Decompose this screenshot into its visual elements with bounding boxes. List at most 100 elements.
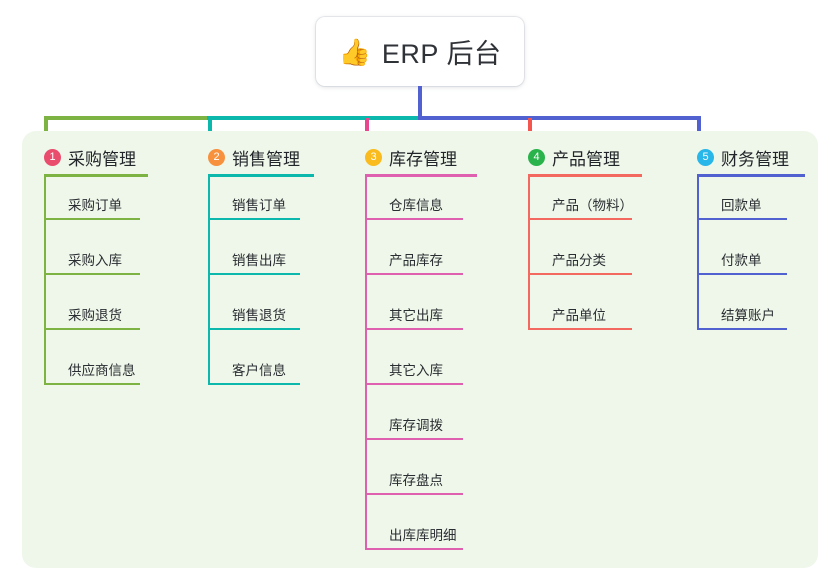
leaf-underline: [208, 218, 300, 220]
column-spine-1: [44, 177, 46, 385]
leaf-label: 供应商信息: [68, 363, 136, 378]
leaf-label: 结算账户: [721, 308, 775, 323]
leaf-label: 产品单位: [552, 308, 606, 323]
leaf-underline: [365, 273, 463, 275]
column-title-2: 销售管理: [232, 150, 300, 169]
leaf-label: 销售退货: [232, 308, 286, 323]
column-spine-2: [208, 177, 210, 385]
column-spine-4: [528, 177, 530, 330]
leaf-label: 库存盘点: [389, 473, 443, 488]
leaf-node[interactable]: 仓库信息: [365, 186, 463, 220]
leaf-underline: [208, 273, 300, 275]
leaf-underline: [44, 383, 140, 385]
leaf-label: 客户信息: [232, 363, 286, 378]
leaf-node[interactable]: 结算账户: [697, 296, 787, 330]
leaf-underline: [365, 438, 463, 440]
leaf-label: 仓库信息: [389, 198, 443, 213]
leaf-node[interactable]: 采购订单: [44, 186, 140, 220]
leaf-node[interactable]: 付款单: [697, 241, 787, 275]
leaf-underline: [44, 328, 140, 330]
leaf-underline: [44, 273, 140, 275]
leaf-node[interactable]: 产品库存: [365, 241, 463, 275]
leaf-underline: [528, 218, 632, 220]
leaf-node[interactable]: 销售退货: [208, 296, 300, 330]
leaf-node[interactable]: 销售出库: [208, 241, 300, 275]
column-spine-5: [697, 177, 699, 330]
column-underline-5: [697, 174, 805, 177]
column-title-4: 产品管理: [552, 150, 620, 169]
leaf-underline: [365, 493, 463, 495]
leaf-underline: [528, 273, 632, 275]
column-underline-2: [208, 174, 314, 177]
leaf-node[interactable]: 库存盘点: [365, 461, 463, 495]
connector-stub-3: [365, 118, 369, 140]
leaf-underline: [697, 273, 787, 275]
leaf-label: 销售订单: [232, 198, 286, 213]
root-node-card[interactable]: 👍 ERP 后台: [316, 17, 524, 86]
column-underline-1: [44, 174, 148, 177]
thumbs-up-icon: 👍: [338, 36, 371, 67]
leaf-underline: [697, 218, 787, 220]
column-badge-5: 5: [697, 149, 714, 166]
leaf-node[interactable]: 其它入库: [365, 351, 463, 385]
leaf-node[interactable]: 销售订单: [208, 186, 300, 220]
leaf-underline: [528, 328, 632, 330]
column-header-2[interactable]: 2 销售管理: [208, 145, 300, 170]
leaf-underline: [208, 383, 300, 385]
diagram-panel: [22, 131, 818, 568]
leaf-label: 其它入库: [389, 363, 443, 378]
leaf-node[interactable]: 采购退货: [44, 296, 140, 330]
column-header-3[interactable]: 3 库存管理: [365, 145, 457, 170]
leaf-node[interactable]: 其它出库: [365, 296, 463, 330]
leaf-label: 库存调拨: [389, 418, 443, 433]
leaf-node[interactable]: 产品单位: [528, 296, 632, 330]
column-badge-3: 3: [365, 149, 382, 166]
leaf-underline: [365, 218, 463, 220]
column-badge-4: 4: [528, 149, 545, 166]
leaf-node[interactable]: 客户信息: [208, 351, 300, 385]
leaf-label: 采购退货: [68, 308, 122, 323]
leaf-label: 产品（物料）: [552, 198, 633, 213]
connector-stub-2: [208, 118, 212, 140]
leaf-underline: [697, 328, 787, 330]
leaf-underline: [44, 218, 140, 220]
column-header-1[interactable]: 1 采购管理: [44, 145, 136, 170]
column-header-5[interactable]: 5 财务管理: [697, 145, 789, 170]
leaf-node[interactable]: 采购入库: [44, 241, 140, 275]
column-underline-3: [365, 174, 477, 177]
connector-segment-1: [44, 116, 209, 120]
leaf-label: 付款单: [721, 253, 762, 268]
leaf-node[interactable]: 出库库明细: [365, 516, 463, 550]
connector-stub-1: [44, 118, 48, 140]
leaf-label: 其它出库: [389, 308, 443, 323]
connector-segment-3: [418, 116, 701, 120]
column-underline-4: [528, 174, 642, 177]
leaf-label: 产品库存: [389, 253, 443, 268]
column-title-3: 库存管理: [389, 150, 457, 169]
leaf-label: 产品分类: [552, 253, 606, 268]
leaf-underline: [365, 383, 463, 385]
leaf-label: 回款单: [721, 198, 762, 213]
leaf-node[interactable]: 产品（物料）: [528, 186, 633, 220]
leaf-node[interactable]: 库存调拨: [365, 406, 463, 440]
column-title-1: 采购管理: [68, 150, 136, 169]
leaf-underline: [365, 548, 463, 550]
leaf-node[interactable]: 产品分类: [528, 241, 632, 275]
column-badge-1: 1: [44, 149, 61, 166]
leaf-label: 销售出库: [232, 253, 286, 268]
root-trunk-connector: [418, 86, 422, 118]
column-badge-2: 2: [208, 149, 225, 166]
connector-segment-2: [207, 116, 420, 120]
leaf-label: 采购订单: [68, 198, 122, 213]
connector-stub-4: [528, 118, 532, 140]
column-title-5: 财务管理: [721, 150, 789, 169]
leaf-underline: [365, 328, 463, 330]
leaf-node[interactable]: 供应商信息: [44, 351, 140, 385]
root-node-title: ERP 后台: [381, 39, 502, 69]
connector-stub-5: [697, 118, 701, 140]
leaf-underline: [208, 328, 300, 330]
column-spine-3: [365, 177, 367, 550]
leaf-node[interactable]: 回款单: [697, 186, 787, 220]
leaf-label: 出库库明细: [389, 528, 457, 543]
column-header-4[interactable]: 4 产品管理: [528, 145, 620, 170]
